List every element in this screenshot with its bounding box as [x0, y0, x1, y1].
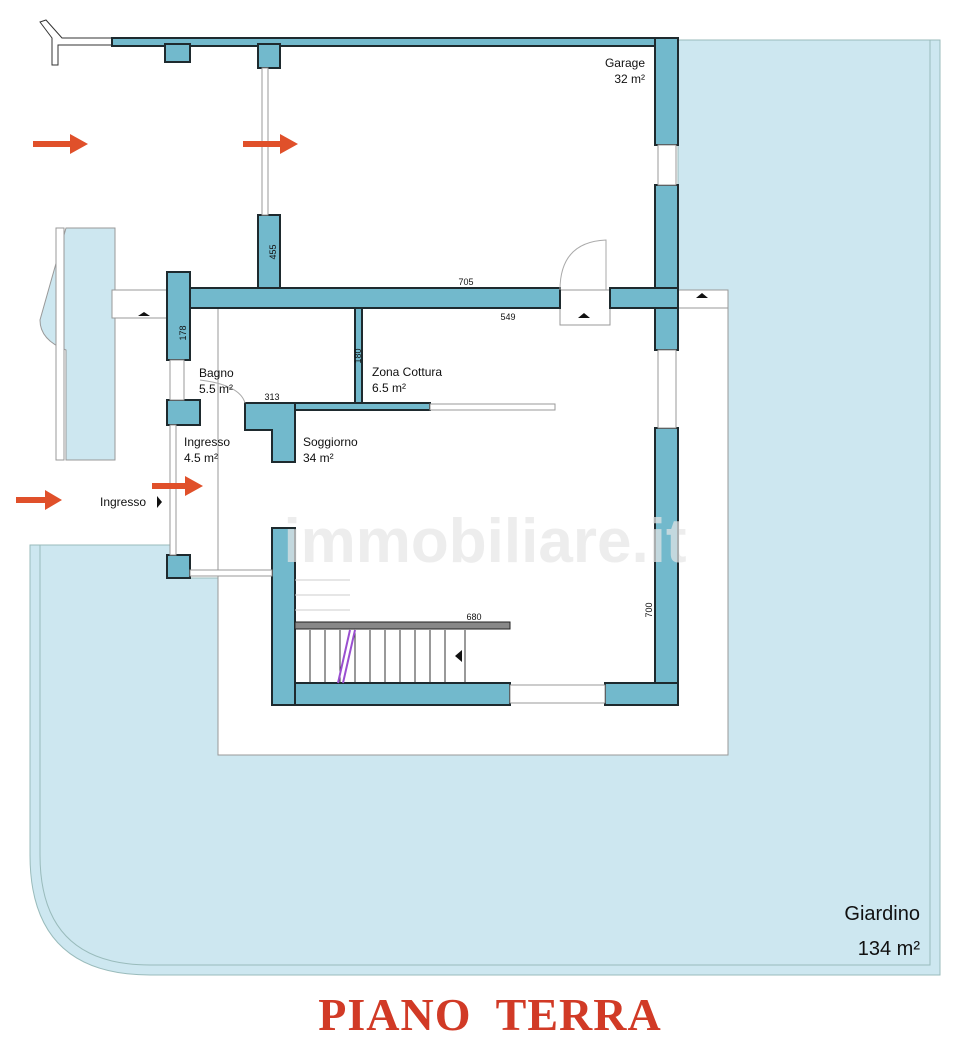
- plan-title: PIANO TERRA: [318, 989, 661, 1040]
- dimension-680: 680: [466, 612, 481, 622]
- entrance-arrow-icon: [157, 496, 162, 508]
- door-swing: [559, 239, 607, 291]
- room-label-zona-cottura: Zona Cottura: [372, 365, 442, 379]
- dimension-178: 178: [178, 325, 188, 340]
- dimension-180: 180: [353, 348, 363, 363]
- room-label-garage: Garage: [605, 56, 645, 70]
- terrace: [217, 289, 729, 756]
- step-right: [677, 289, 729, 309]
- step-arrow-icon: [138, 312, 150, 316]
- step-arrow-icon: [578, 313, 590, 318]
- watermark-logo: immobiliare.it: [283, 507, 686, 576]
- room-area-bagno: 5.5 m²: [199, 382, 233, 396]
- stair-arrow-icon: [455, 650, 462, 662]
- stairs: [295, 579, 466, 684]
- step-arrow-icon: [696, 293, 708, 298]
- room-label-bagno: Bagno: [199, 366, 234, 380]
- balcony-railing: [55, 227, 65, 461]
- gate: [39, 19, 113, 66]
- step: [111, 289, 168, 319]
- walls: [111, 37, 679, 706]
- dimension-705: 705: [458, 277, 473, 287]
- arrow-right-icon: [243, 134, 298, 154]
- access-arrows: [16, 134, 298, 510]
- bagno-door: [199, 379, 246, 404]
- dimension-313: 313: [264, 392, 279, 402]
- arrow-right-icon: [152, 476, 203, 496]
- room-area-soggiorno: 34 m²: [303, 451, 334, 465]
- door-step: [559, 289, 611, 326]
- room-area-garage: 32 m²: [614, 72, 645, 86]
- dimension-455: 455: [268, 244, 278, 259]
- room-label-ingresso: Ingresso: [184, 435, 230, 449]
- arrow-right-icon: [16, 490, 62, 510]
- arrow-right-icon: [33, 134, 88, 154]
- garden-border: [39, 40, 931, 966]
- balcony: [39, 227, 116, 461]
- room-area-zona-cottura: 6.5 m²: [372, 381, 406, 395]
- room-label-giardino: Giardino: [844, 903, 920, 925]
- room-label-soggiorno: Soggiorno: [303, 435, 358, 449]
- room-area-giardino: 134 m²: [858, 938, 921, 960]
- room-area-ingresso: 4.5 m²: [184, 451, 218, 465]
- dimension-700: 700: [644, 602, 654, 617]
- dimension-549: 549: [500, 312, 515, 322]
- entrance-label: Ingresso: [100, 495, 146, 509]
